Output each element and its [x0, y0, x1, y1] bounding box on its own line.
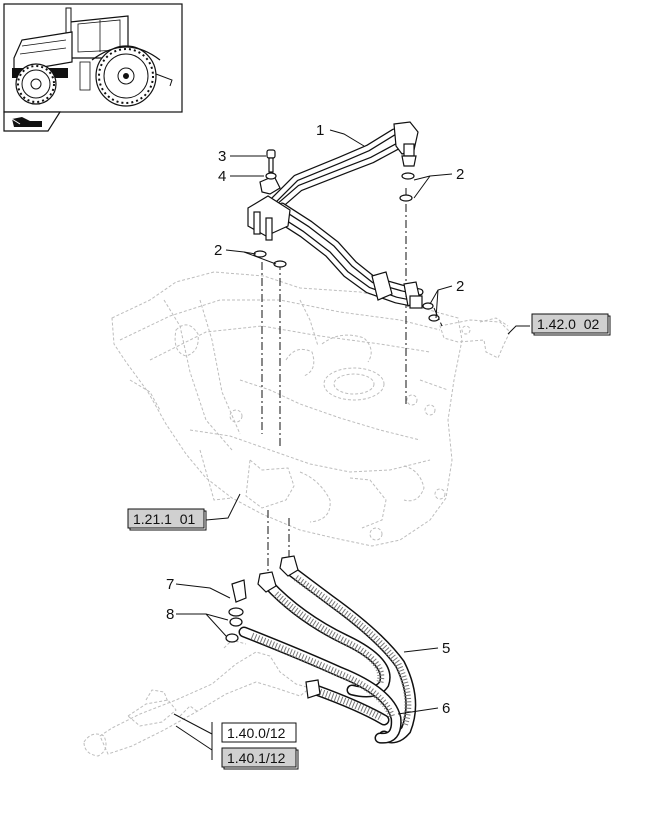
tractor-thumbnail-icon — [3, 3, 183, 113]
banjo-bolt — [231, 579, 247, 603]
callout-4: 4 — [218, 168, 226, 185]
washer — [265, 172, 277, 180]
ghost-bracket-right — [439, 317, 511, 359]
flexible-hoses — [238, 555, 417, 744]
rigid-pipe-assembly — [247, 121, 424, 309]
callout-2-lower: 2 — [456, 278, 464, 295]
leader-lines — [173, 129, 530, 760]
ref-box-1-21-1[interactable]: 1.21.1 01 — [127, 508, 207, 531]
ref-label-1-42-0: 1.42.0 02 — [537, 316, 599, 332]
banjo-washers — [225, 607, 244, 643]
ref-box-1-40-0[interactable]: 1.40.0/12 — [221, 722, 297, 743]
callout-labels: 1 2 2 2 3 4 5 6 7 8 — [166, 122, 464, 717]
transmission-housing-ghost — [111, 271, 463, 547]
next-page-arrow-icon[interactable] — [3, 111, 62, 132]
callout-7: 7 — [166, 576, 174, 593]
callout-2-left: 2 — [214, 242, 222, 259]
callout-2-upper: 2 — [456, 166, 464, 183]
callout-8: 8 — [166, 606, 174, 623]
ref-label-1-21-1: 1.21.1 01 — [133, 511, 195, 527]
ref-label-1-40-1: 1.40.1/12 — [227, 750, 286, 766]
ref-label-1-40-0: 1.40.0/12 — [227, 725, 286, 741]
callout-5: 5 — [442, 640, 450, 657]
callout-6: 6 — [442, 700, 450, 717]
callout-3: 3 — [218, 148, 226, 165]
ref-box-1-42-0[interactable]: 1.42.0 02 — [531, 313, 611, 336]
alignment-lines — [261, 188, 443, 574]
callout-1: 1 — [316, 122, 324, 139]
ref-box-1-40-1[interactable]: 1.40.1/12 — [221, 747, 299, 770]
bolt — [266, 149, 276, 173]
